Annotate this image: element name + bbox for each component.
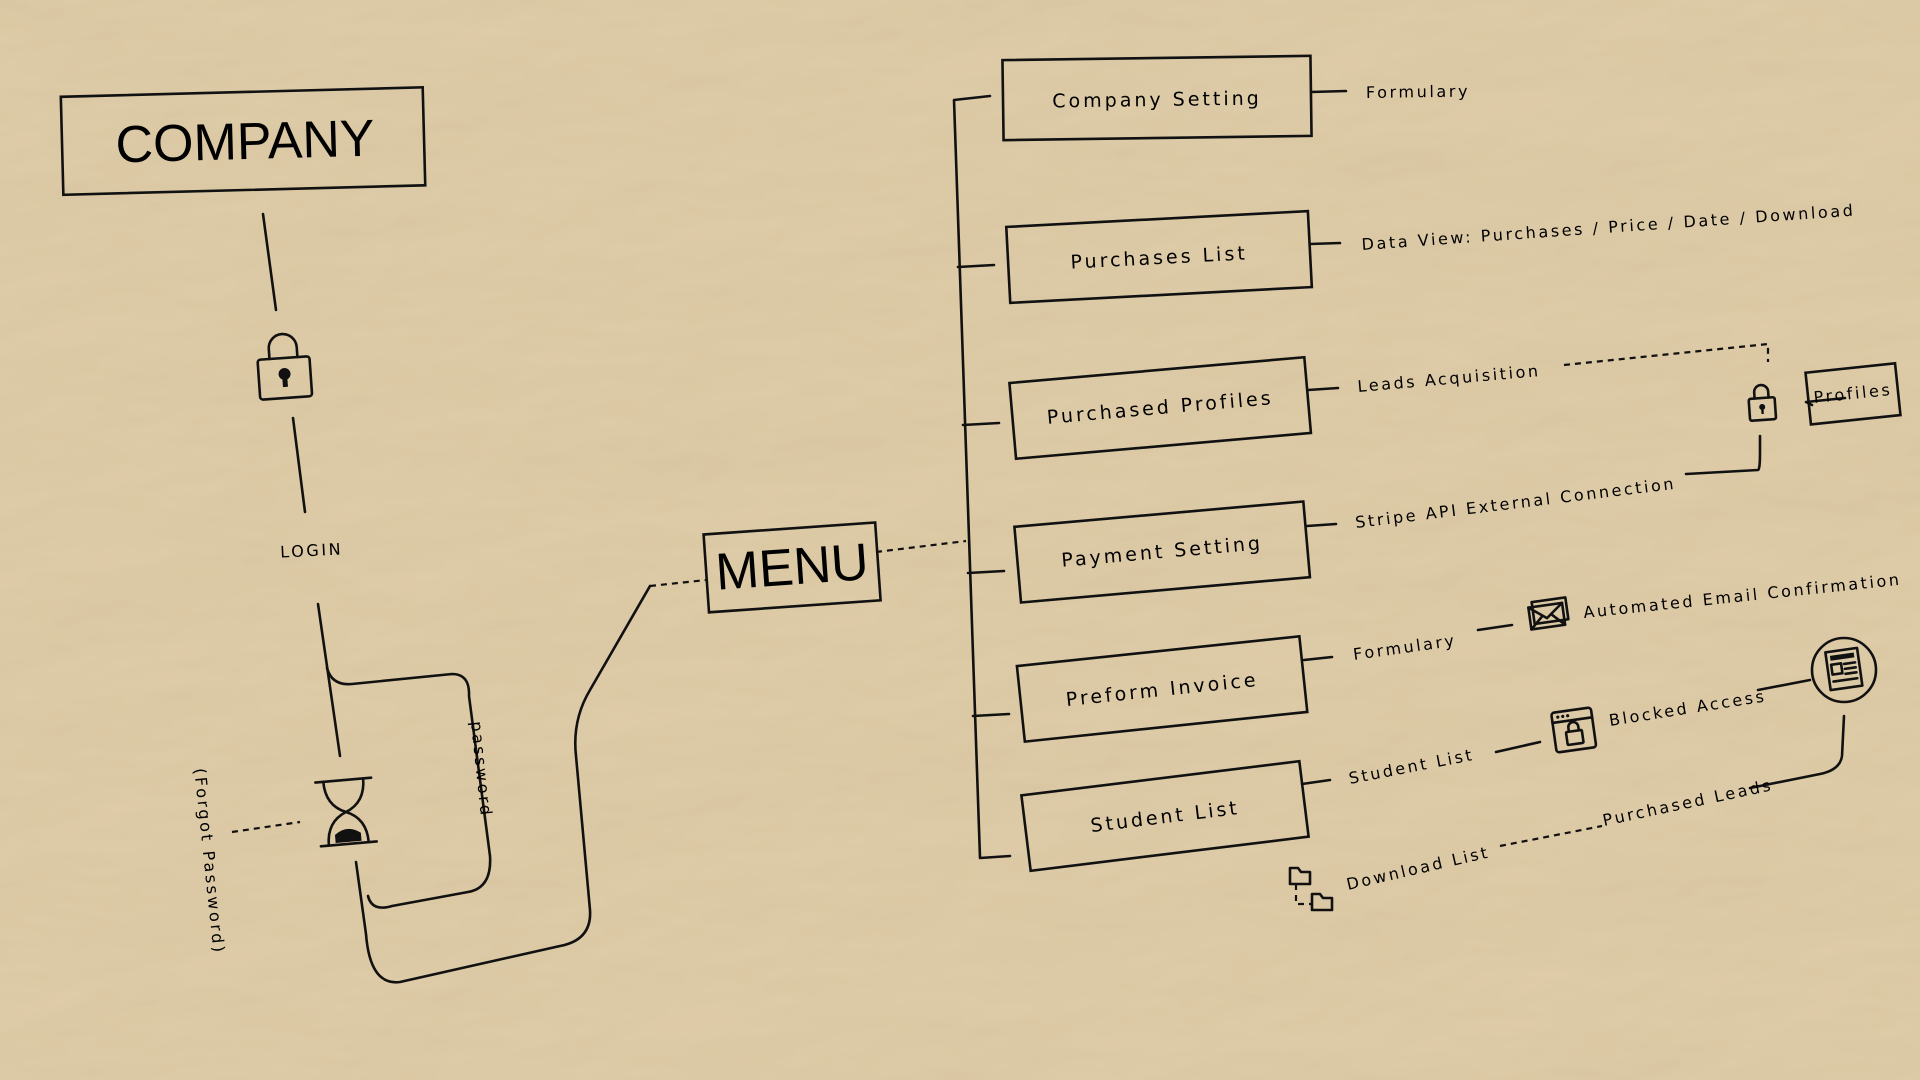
connector-login-hourglass: [316, 602, 342, 758]
browser-lock-icon: [1550, 706, 1598, 754]
company-title-box: [59, 85, 427, 197]
connector-menu-left-dash: [649, 578, 707, 588]
menu-spine: [952, 94, 1012, 860]
detail-company-formulary: Formulary: [1366, 82, 1470, 102]
menu-group: MENU: [702, 521, 882, 614]
lock-icon: [256, 332, 314, 401]
envelope-icon: [1527, 596, 1570, 631]
connector-company-lock: [261, 212, 278, 312]
menu-item-box: [1019, 759, 1311, 873]
menu-box: [702, 521, 882, 614]
connector-lock-login: [291, 416, 307, 514]
detail-connectors: [1300, 89, 1847, 790]
webpage-circle-icon: [1810, 636, 1878, 704]
menu-item-box: [1013, 500, 1312, 604]
menu-item-company-setting[interactable]: Company Setting: [1001, 54, 1313, 142]
company-title-group: COMPANY: [59, 85, 427, 197]
spine-branches: [956, 263, 1011, 718]
menu-item-box: [1004, 209, 1314, 305]
password-loop: [325, 666, 492, 909]
login-label: LOGIN: [280, 539, 344, 561]
hourglass-icon: [314, 776, 378, 848]
folder-icon: [1288, 866, 1334, 912]
menu-label: MENU: [714, 533, 871, 602]
lock-icon: [1747, 383, 1778, 423]
menu-item-box: [1015, 634, 1309, 744]
connector-login-menu: [354, 584, 652, 984]
menu-item-box: [1001, 54, 1313, 142]
connector-menu-spine-dash: [875, 539, 967, 554]
forgot-connector: [231, 820, 301, 834]
company-title: COMPANY: [115, 110, 375, 175]
menu-item-box: [1008, 355, 1313, 461]
menu-item-label: Company Setting: [1052, 88, 1262, 113]
leads-dashed-connector: [1563, 342, 1770, 367]
profiles-box: [1804, 361, 1902, 426]
